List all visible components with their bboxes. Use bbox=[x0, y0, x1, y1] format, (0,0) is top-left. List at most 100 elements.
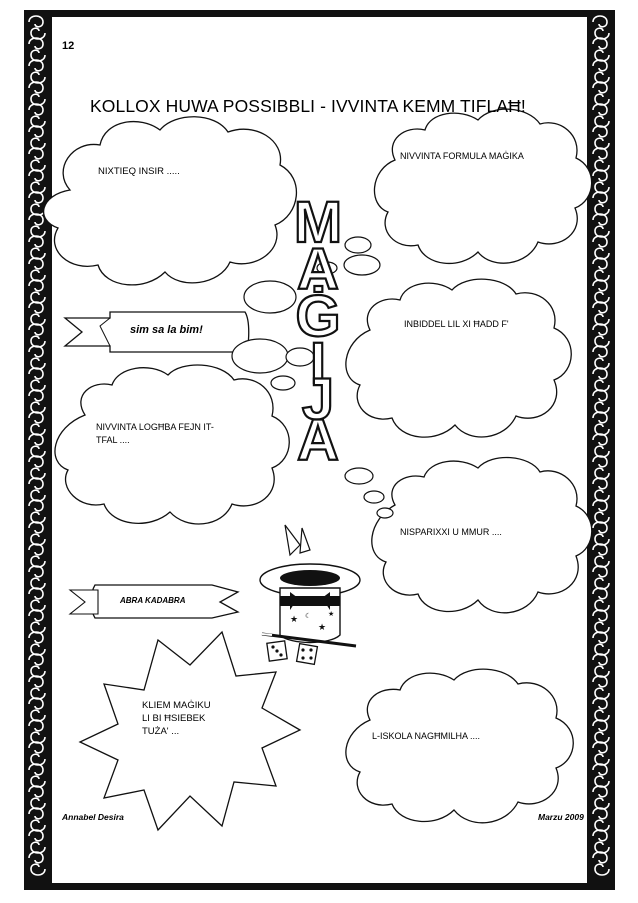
cloud-formula bbox=[373, 108, 593, 265]
banner-text-abra-kadabra: ABRA KADABRA bbox=[120, 596, 186, 605]
ornament-swirl bbox=[592, 829, 610, 854]
letter-m: M bbox=[294, 190, 342, 255]
star-text-line3: TUŻA' ... bbox=[142, 726, 180, 737]
svg-text:★: ★ bbox=[328, 610, 334, 618]
letter-i: I bbox=[310, 331, 326, 396]
ornament-swirl bbox=[28, 37, 46, 62]
ornament-swirl bbox=[592, 785, 610, 810]
ornament-swirl bbox=[28, 719, 46, 744]
cloud-nixtieq bbox=[43, 116, 297, 286]
ornament-swirl bbox=[28, 103, 46, 128]
thought-bubble bbox=[316, 261, 338, 275]
thought-bubble bbox=[243, 280, 297, 314]
ornament-swirl bbox=[28, 235, 46, 260]
thought-bubble bbox=[376, 507, 394, 519]
ornament-swirl bbox=[592, 675, 610, 700]
thought-bubble bbox=[231, 338, 289, 374]
svg-text:☾: ☾ bbox=[305, 612, 311, 620]
ornament-swirl bbox=[28, 499, 46, 524]
ornament-swirl bbox=[592, 543, 610, 568]
svg-text:★: ★ bbox=[318, 622, 326, 632]
ornament-swirl bbox=[28, 785, 46, 810]
magic-wand-icon bbox=[261, 632, 357, 648]
cloud-skola bbox=[345, 668, 574, 824]
ornament-swirl bbox=[28, 543, 46, 568]
star-burst-kliem bbox=[78, 630, 302, 832]
ornament-swirl bbox=[592, 213, 610, 238]
ornament-swirl bbox=[592, 279, 610, 304]
thought-bubble bbox=[344, 467, 374, 485]
ornament-swirl bbox=[592, 741, 610, 766]
magija-letters: M A Ġ I J A bbox=[293, 189, 344, 474]
thought-bubble bbox=[285, 347, 315, 367]
page-number: 12 bbox=[62, 40, 75, 52]
ornament-swirl bbox=[592, 103, 610, 128]
bubble-text-loghba-line2: TFAL .... bbox=[96, 435, 130, 445]
ornament-swirl bbox=[592, 323, 610, 348]
magic-hat-icon: ★ ★ ☾ ★ bbox=[259, 524, 361, 644]
ornament-swirl bbox=[28, 81, 46, 106]
ornament-swirl bbox=[28, 15, 46, 40]
ornament-swirl bbox=[28, 433, 46, 458]
ornament-swirl bbox=[592, 587, 610, 612]
ornament-swirl bbox=[592, 169, 610, 194]
letter-g-dot: Ġ bbox=[295, 284, 340, 349]
ornament-swirl bbox=[592, 345, 610, 370]
banner-text-sim-sala-bim: sim sa la bim! bbox=[130, 324, 203, 336]
ornament-swirl bbox=[28, 851, 46, 876]
ornament-swirl bbox=[592, 807, 610, 832]
bubble-text-nixtieq: NIXTIEQ INSIR ..... bbox=[98, 166, 180, 177]
ornament-swirl bbox=[28, 367, 46, 392]
ornament-swirl bbox=[28, 389, 46, 414]
ornament-swirl bbox=[592, 191, 610, 216]
ornament-swirl bbox=[28, 125, 46, 150]
ornament-swirl bbox=[28, 741, 46, 766]
ornament-swirl bbox=[28, 59, 46, 84]
ornament-swirl bbox=[592, 301, 610, 326]
ornament-swirl bbox=[28, 301, 46, 326]
star-text-line2: LI BI ĦSIEBEK bbox=[142, 713, 206, 724]
bubble-text-loghba-line1: NIVVINTA LOGĦBA FEJN IT- bbox=[96, 422, 214, 432]
ornament-swirl bbox=[592, 631, 610, 656]
ornament-swirl bbox=[592, 499, 610, 524]
star-text-line1: KLIEM MAĠIKU bbox=[142, 700, 211, 711]
ornament-swirl bbox=[592, 565, 610, 590]
ornament-swirl bbox=[592, 763, 610, 788]
ornament-swirl bbox=[592, 851, 610, 876]
thought-bubble bbox=[270, 375, 296, 391]
ornament-swirl bbox=[592, 653, 610, 678]
ornament-swirl bbox=[28, 455, 46, 480]
ornament-swirl bbox=[28, 191, 46, 216]
ornament-swirl bbox=[28, 257, 46, 282]
bubble-text-inbiddel: INBIDDEL LIL XI ĦADD F' bbox=[404, 319, 509, 329]
inner-frame bbox=[51, 16, 588, 884]
dice-icon bbox=[266, 640, 319, 666]
svg-text:★: ★ bbox=[290, 614, 298, 624]
ornament-swirl bbox=[592, 719, 610, 744]
ornament-swirl bbox=[592, 15, 610, 40]
ornament-swirl bbox=[592, 37, 610, 62]
ornament-swirl bbox=[28, 631, 46, 656]
ornament-swirl bbox=[28, 609, 46, 634]
ornament-swirl bbox=[592, 147, 610, 172]
ornament-swirl bbox=[592, 235, 610, 260]
ornament-swirl bbox=[592, 411, 610, 436]
thought-bubble bbox=[343, 254, 381, 276]
footer-author: Annabel Desira bbox=[62, 812, 124, 822]
top-border bbox=[24, 10, 615, 16]
ornament-swirl bbox=[28, 477, 46, 502]
letter-a2: A bbox=[297, 408, 339, 473]
ornament-swirl bbox=[592, 609, 610, 634]
bubble-text-nisparixxi: NISPARIXXI U MMUR .... bbox=[400, 527, 502, 537]
ornament-swirl bbox=[28, 587, 46, 612]
ornament-swirl bbox=[28, 279, 46, 304]
ornament-swirl bbox=[28, 807, 46, 832]
bottom-border bbox=[24, 884, 615, 890]
thought-bubble bbox=[344, 236, 372, 254]
ornament-swirl bbox=[28, 653, 46, 678]
ornament-swirl bbox=[592, 433, 610, 458]
ornament-swirl bbox=[28, 213, 46, 238]
